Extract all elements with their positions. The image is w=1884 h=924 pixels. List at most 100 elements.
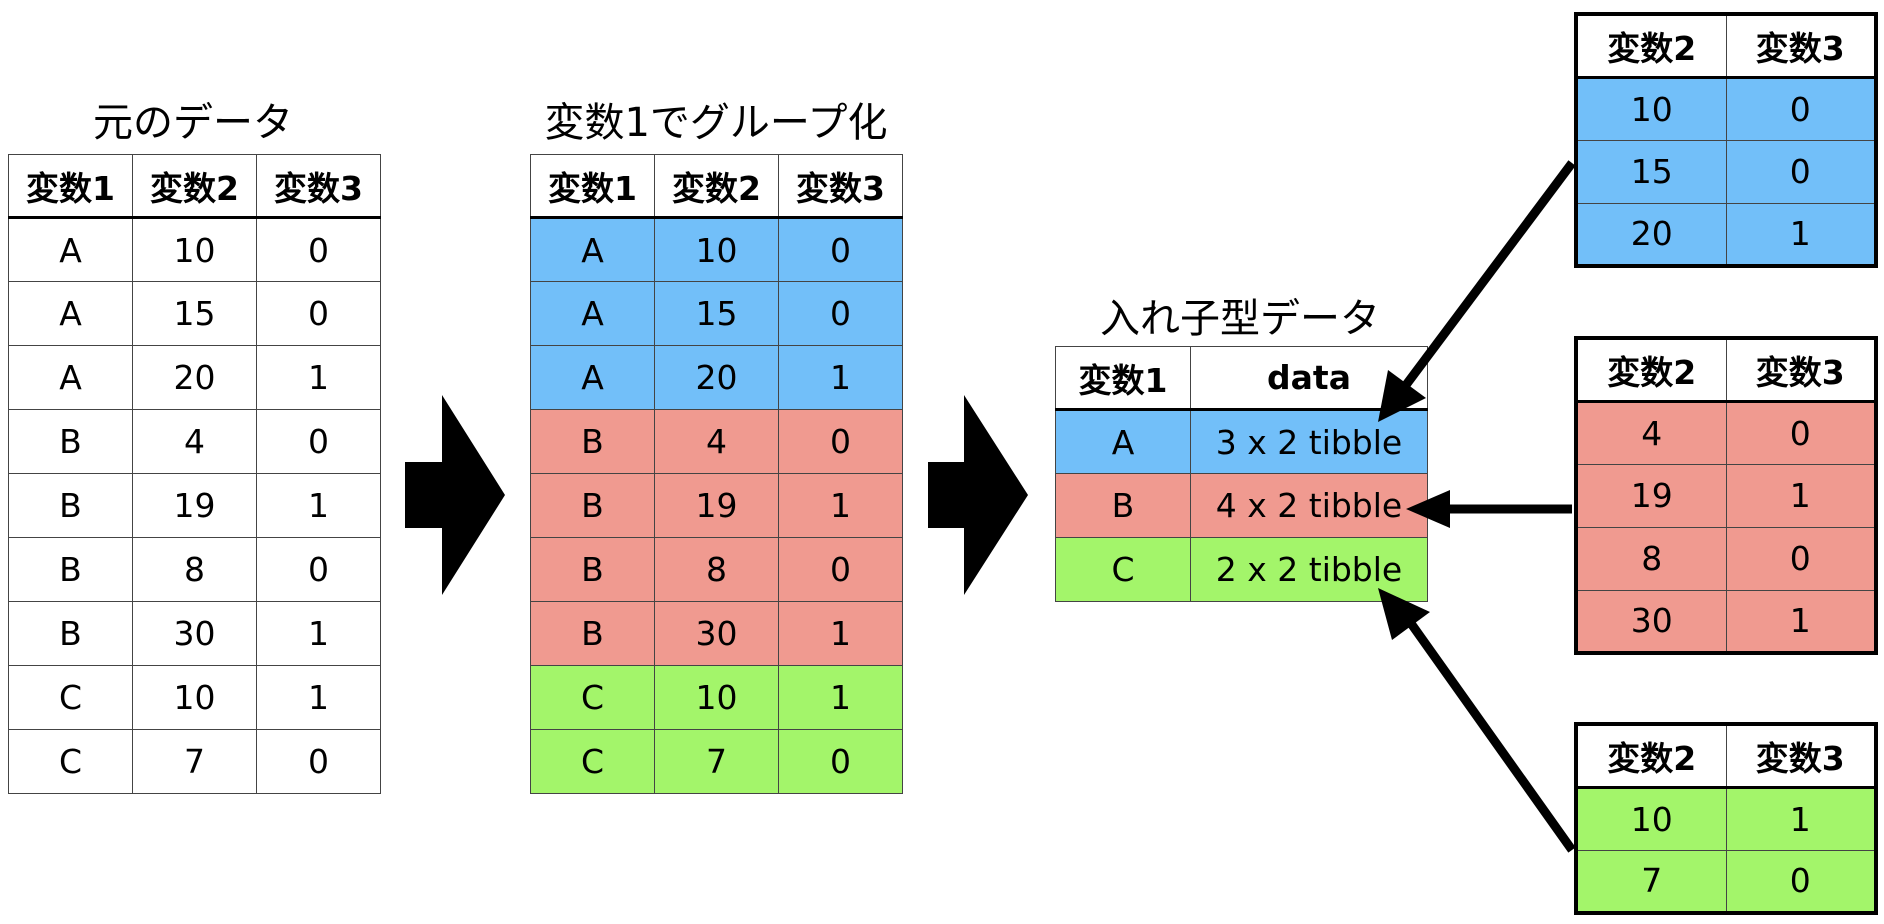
table-cell: A: [530, 281, 655, 346]
column-header: 変数2: [1575, 337, 1727, 403]
table-cell: 4: [132, 409, 257, 474]
table-cell: 8: [1575, 526, 1727, 591]
table-cell: 1: [778, 473, 903, 538]
table-cell: 19: [1575, 463, 1727, 528]
table-cell: 0: [256, 409, 381, 474]
table-cell: B: [1055, 473, 1191, 538]
table-cell: A: [8, 217, 133, 282]
table-cell: 0: [1725, 76, 1877, 141]
table-cell: 4: [654, 409, 779, 474]
table-cell: 19: [132, 473, 257, 538]
table-cell: 0: [1725, 849, 1877, 914]
table-cell: 2 x 2 tibble: [1190, 537, 1428, 602]
big-arrow-right-icon: [928, 395, 1028, 595]
original-title: 元のデータ: [93, 100, 293, 146]
table-cell: B: [8, 601, 133, 666]
table-cell: 7: [654, 729, 779, 794]
table-cell: 20: [1575, 202, 1727, 267]
table-cell: 30: [1575, 589, 1727, 654]
table-cell: B: [530, 601, 655, 666]
table-cell: 1: [778, 665, 903, 730]
table-cell: 8: [132, 537, 257, 602]
big-arrow-right-icon: [405, 395, 505, 595]
table-cell: 0: [1725, 400, 1877, 465]
grouped-title: 変数1でグループ化: [544, 100, 888, 146]
table-cell: 1: [1725, 786, 1877, 851]
table-cell: 0: [778, 729, 903, 794]
table-cell: C: [530, 665, 655, 730]
column-header: 変数2: [1575, 13, 1727, 79]
table-cell: C: [1055, 537, 1191, 602]
column-header: 変数1: [8, 154, 133, 219]
table-cell: 30: [132, 601, 257, 666]
table-cell: 4: [1575, 400, 1727, 465]
table-cell: C: [530, 729, 655, 794]
table-cell: 10: [654, 217, 779, 282]
table-cell: 1: [778, 601, 903, 666]
table-cell: 0: [256, 281, 381, 346]
column-header: 変数2: [654, 154, 779, 219]
table-cell: 0: [778, 537, 903, 602]
table-cell: 10: [654, 665, 779, 730]
table-cell: 19: [654, 473, 779, 538]
column-header: 変数3: [256, 154, 381, 219]
table-cell: 4 x 2 tibble: [1190, 473, 1428, 538]
table-cell: 10: [1575, 76, 1727, 141]
table-cell: 8: [654, 537, 779, 602]
table-cell: 10: [132, 217, 257, 282]
table-cell: A: [530, 345, 655, 410]
column-header: 変数3: [778, 154, 903, 219]
table-cell: B: [530, 409, 655, 474]
column-header: 変数3: [1725, 13, 1877, 79]
table-cell: 1: [1725, 589, 1877, 654]
arrow-a-to-nested: [1378, 160, 1576, 422]
table-cell: 0: [256, 537, 381, 602]
table-cell: 0: [778, 281, 903, 346]
table-cell: 30: [654, 601, 779, 666]
column-header: 変数3: [1725, 337, 1877, 403]
arrow-c-to-nested: [1378, 588, 1576, 853]
arrow-b-to-nested: [1406, 490, 1572, 528]
table-cell: 0: [1725, 526, 1877, 591]
table-cell: 0: [1725, 139, 1877, 204]
table-cell: 15: [1575, 139, 1727, 204]
table-cell: 1: [256, 665, 381, 730]
table-cell: 15: [654, 281, 779, 346]
table-cell: 0: [256, 729, 381, 794]
column-header: 変数2: [1575, 723, 1727, 789]
table-cell: 0: [778, 217, 903, 282]
table-cell: A: [530, 217, 655, 282]
column-header: 変数2: [132, 154, 257, 219]
table-cell: C: [8, 665, 133, 730]
table-cell: 7: [1575, 849, 1727, 914]
table-cell: 1: [256, 473, 381, 538]
table-cell: 1: [1725, 463, 1877, 528]
table-cell: 20: [654, 345, 779, 410]
table-cell: 1: [1725, 202, 1877, 267]
